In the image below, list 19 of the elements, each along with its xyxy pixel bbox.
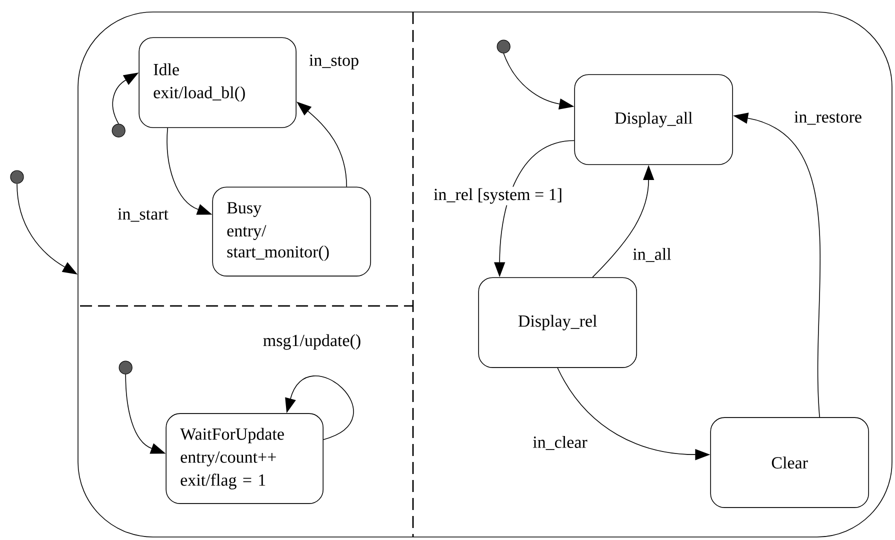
edge-label: in_rel [system = 1]	[432, 186, 564, 206]
state-box: Clear	[710, 417, 869, 508]
initial-state-dot	[10, 170, 24, 184]
initial-state-dot	[118, 360, 132, 374]
edge-label: in_restore	[792, 110, 864, 126]
initial-state-dot	[496, 40, 510, 54]
initial-state-dot	[112, 124, 126, 138]
composite-state-frame	[78, 12, 892, 538]
edge-label: in_start	[116, 206, 170, 224]
edge-label: in_stop	[307, 53, 361, 71]
state-box: Display_all	[574, 74, 733, 165]
edge-label: msg1/update()	[261, 332, 363, 352]
state-box: Display_rel	[478, 277, 637, 368]
state-box: WaitForUpdate entry/count++ exit/flag = 1	[166, 413, 324, 504]
arrow	[285, 376, 354, 440]
edge-label: in_all	[631, 246, 673, 264]
state-box: Idle exit/load_bl()	[138, 37, 296, 128]
edge-label: in_clear	[531, 434, 589, 452]
state-box: Busy entry/ start_monitor()	[212, 186, 371, 276]
